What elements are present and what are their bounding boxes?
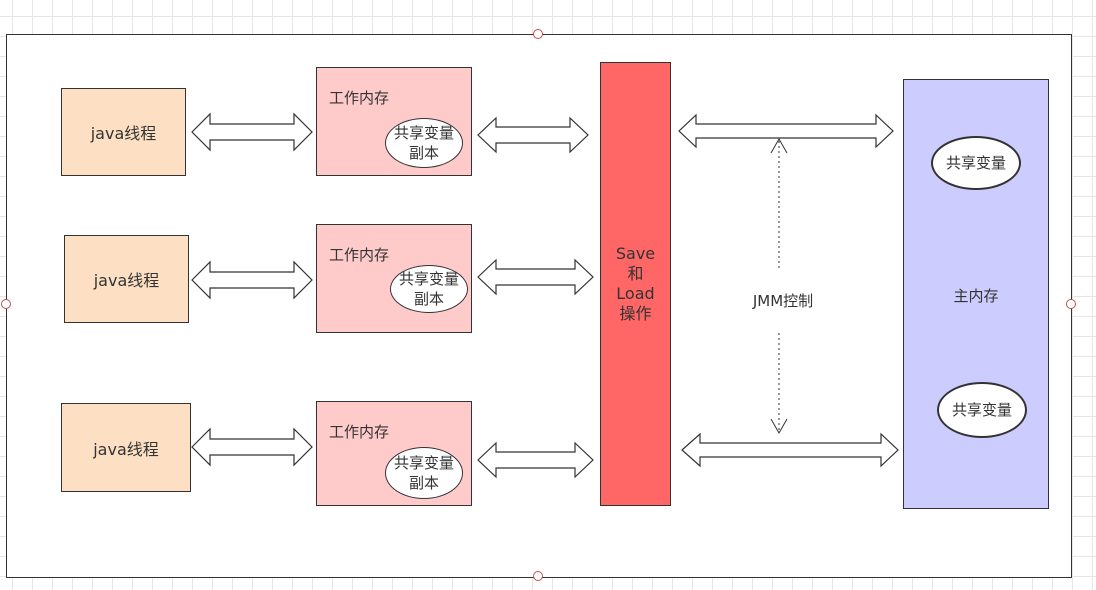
work-memory-2[interactable]: 工作内存 共享变量副本 [316, 224, 472, 333]
java-thread-2[interactable]: java线程 [64, 235, 189, 323]
shared-variable-label: 共享变量 [951, 401, 1012, 419]
main-memory[interactable]: 共享变量 主内存 共享变量 [903, 79, 1049, 509]
work-memory-title: 工作内存 [329, 423, 390, 441]
work-memory-title: 工作内存 [329, 89, 390, 107]
work-memory-title: 工作内存 [329, 246, 390, 264]
shared-variable[interactable]: 共享变量 [931, 136, 1021, 190]
shared-variable-copy[interactable]: 共享变量副本 [390, 265, 468, 313]
shared-variable-copy[interactable]: 共享变量副本 [385, 118, 463, 168]
jmm-control-label: JMM控制 [752, 292, 814, 310]
shared-variable-copy-label: 共享变量副本 [393, 124, 454, 162]
java-thread-3[interactable]: java线程 [61, 403, 191, 492]
java-thread-1[interactable]: java线程 [61, 88, 186, 176]
shared-variable-label: 共享变量 [945, 154, 1006, 172]
shared-variable-copy[interactable]: 共享变量副本 [385, 447, 463, 499]
save-load-bar[interactable]: Save和Load操作 [600, 62, 671, 506]
shared-variable-copy-label: 共享变量副本 [398, 270, 459, 308]
frame-handle-top[interactable] [533, 29, 543, 39]
shared-variable-copy-label: 共享变量副本 [393, 454, 454, 492]
save-load-label: Save和Load操作 [615, 244, 656, 323]
frame-handle-left[interactable] [1, 299, 11, 309]
shared-variable[interactable]: 共享变量 [937, 382, 1027, 438]
java-thread-label: java线程 [93, 439, 159, 459]
main-memory-label: 主内存 [953, 287, 999, 305]
frame-handle-right[interactable] [1066, 299, 1076, 309]
work-memory-3[interactable]: 工作内存 共享变量副本 [316, 401, 472, 506]
java-thread-label: java线程 [93, 271, 160, 290]
java-thread-label: java线程 [90, 124, 157, 143]
work-memory-1[interactable]: 工作内存 共享变量副本 [316, 67, 472, 176]
frame-handle-bottom[interactable] [533, 571, 543, 581]
